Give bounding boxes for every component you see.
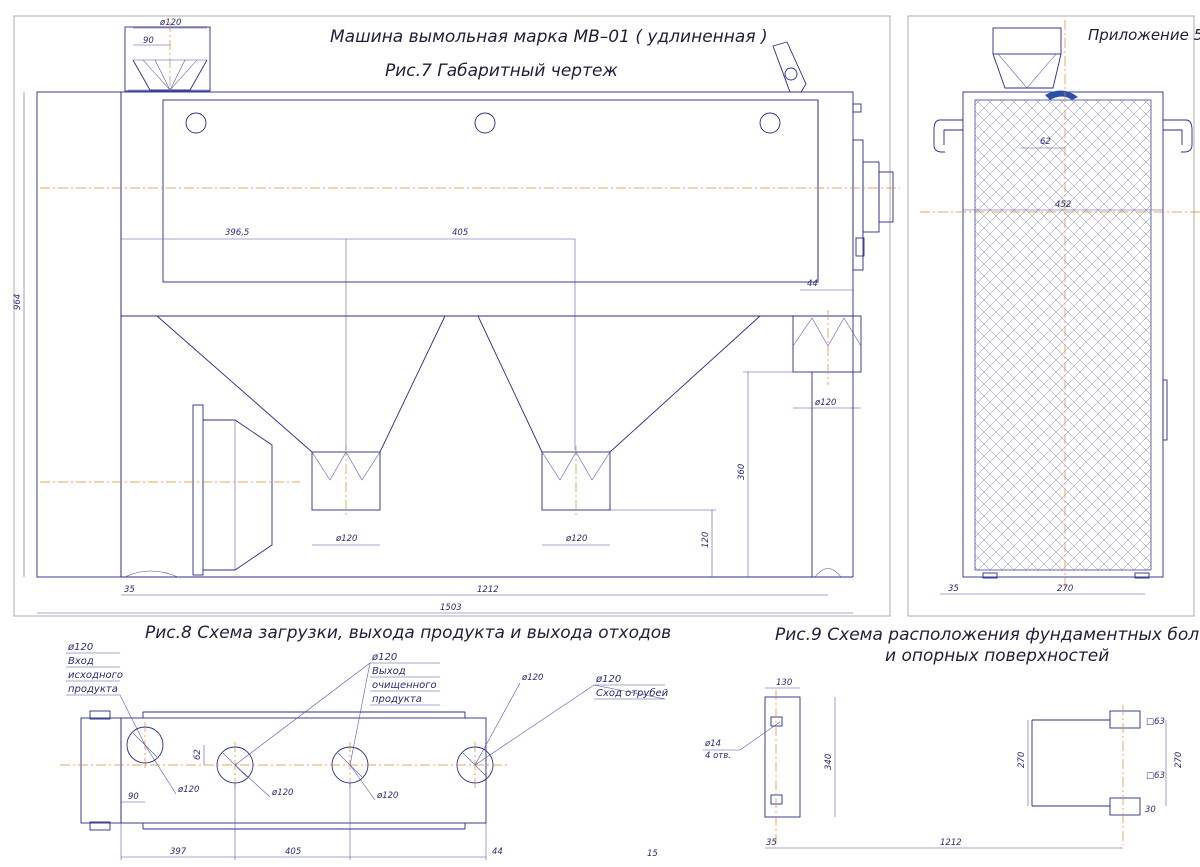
dim-397: 397 <box>170 847 187 857</box>
dim-d120-c: ø120 <box>271 788 293 798</box>
dim-center-outlet-diameter: ø120 <box>565 534 587 544</box>
dim-15: 15 <box>647 849 658 859</box>
dim-height-964: 964 <box>13 294 23 310</box>
figure-8-title: Рис.8 Схема загрузки, выхода продукта и … <box>145 623 671 643</box>
outlet-label-1: Выход <box>372 666 406 677</box>
inlet-label-2: исходного <box>68 670 123 681</box>
dim-44: 44 <box>807 279 818 289</box>
waste-label: Сход отрубей <box>596 687 669 699</box>
dim-d120-b: ø120 <box>177 785 199 795</box>
side-dim-62: 62 <box>1040 137 1051 147</box>
inlet-label-1: Вход <box>68 656 94 667</box>
waste-diameter: ø120 <box>595 674 621 685</box>
bolt-count: 4 отв. <box>705 751 731 761</box>
titles: Машина вымольная марка МВ–01 ( удлиненна… <box>145 26 1200 666</box>
fig9-dim-270-right: 270 <box>1174 752 1184 768</box>
dim-d120-d: ø120 <box>376 791 398 801</box>
figure-9-scheme: 130 ø14 4 отв. 340 270 270 □63 □63 30 35… <box>703 678 1184 849</box>
figure-7-title: Рис.7 Габаритный чертеж <box>385 61 618 81</box>
fig9-dim-130: 130 <box>776 678 792 688</box>
figure-9-subtitle: и опорных поверхностей <box>885 646 1109 666</box>
dim-120-height: 120 <box>701 532 711 548</box>
bolt-diameter: ø14 <box>704 739 721 749</box>
outlet-diameter: ø120 <box>371 652 397 663</box>
dim-90: 90 <box>128 792 139 802</box>
figure-7-front-view <box>36 22 900 578</box>
fig9-square-63-bottom: □63 <box>1146 771 1165 781</box>
dim-44-fig8: 44 <box>492 847 503 857</box>
side-view: 62 452 35 270 <box>920 20 1200 595</box>
figure-7-dimensions: ø120 90 964 396,5 405 44 ø120 360 ø120 ø… <box>13 18 861 614</box>
figure-9-title: Рис.9 Схема расположения фундаментных бо… <box>775 625 1200 645</box>
dim-35: 35 <box>124 585 135 595</box>
dim-1212: 1212 <box>477 585 499 595</box>
figure-8-scheme: ø120 Вход исходного продукта ø120 Выход … <box>60 642 669 860</box>
rotation-arrow-icon <box>1045 90 1078 100</box>
main-title: Машина вымольная марка МВ–01 ( удлиненна… <box>330 27 768 47</box>
inlet-diameter: ø120 <box>67 642 93 653</box>
fig9-dim-270: 270 <box>1017 752 1027 768</box>
dim-right-diameter: ø120 <box>814 398 836 408</box>
fig9-dim-340: 340 <box>824 754 834 770</box>
fig9-square-63-top: □63 <box>1146 717 1165 727</box>
dim-405: 405 <box>452 228 468 238</box>
dim-top-diameter: ø120 <box>159 18 181 28</box>
dim-405-fig8: 405 <box>285 847 301 857</box>
fig9-dim-30: 30 <box>1145 805 1156 815</box>
dim-top-90: 90 <box>143 36 154 46</box>
outlet-label-2: очищенного <box>372 680 437 691</box>
dim-360: 360 <box>737 464 747 480</box>
dim-d120-a: ø120 <box>521 673 543 683</box>
dim-62: 62 <box>193 749 203 760</box>
side-dim-270: 270 <box>1057 584 1073 594</box>
side-dim-452: 452 <box>1055 200 1071 210</box>
outlet-label-3: продукта <box>372 694 422 705</box>
appendix-label: Приложение 5 <box>1088 26 1200 44</box>
fig9-dim-1212: 1212 <box>940 838 962 848</box>
dim-1503: 1503 <box>440 603 462 613</box>
drawing-frames <box>13 15 1195 617</box>
dim-396-5: 396,5 <box>225 228 249 238</box>
side-dim-35: 35 <box>948 584 959 594</box>
dim-left-outlet-diameter: ø120 <box>335 534 357 544</box>
inlet-label-3: продукта <box>68 684 118 695</box>
fig9-dim-35: 35 <box>766 838 777 848</box>
